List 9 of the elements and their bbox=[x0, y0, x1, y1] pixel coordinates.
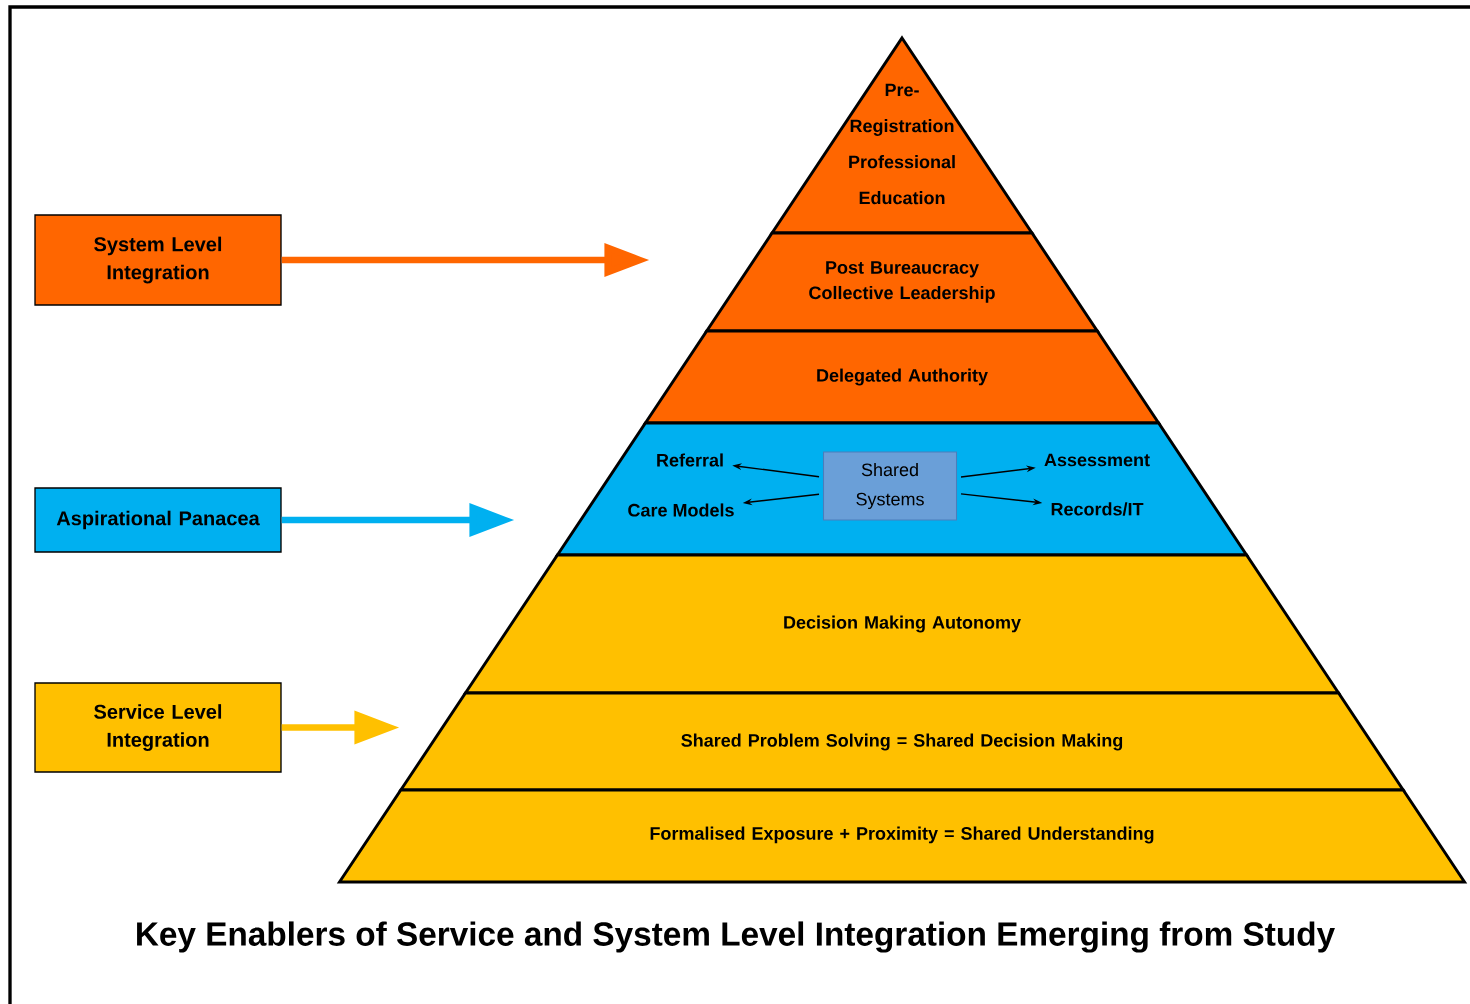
label-box: System Level Integration bbox=[34, 214, 282, 306]
band-label: Assessment bbox=[1044, 453, 1150, 467]
band-label: Care Models bbox=[628, 503, 734, 517]
label-box: Aspirational Panacea bbox=[34, 487, 282, 553]
label-box: Service Level Integration bbox=[34, 682, 282, 773]
systems-box: Shared Systems bbox=[822, 451, 958, 521]
caption: Key Enablers of Service and System Level Integration Emerging from Study bbox=[137, 921, 1335, 953]
band-label: Referral bbox=[657, 453, 723, 467]
band-label: Records/IT bbox=[1051, 502, 1144, 516]
